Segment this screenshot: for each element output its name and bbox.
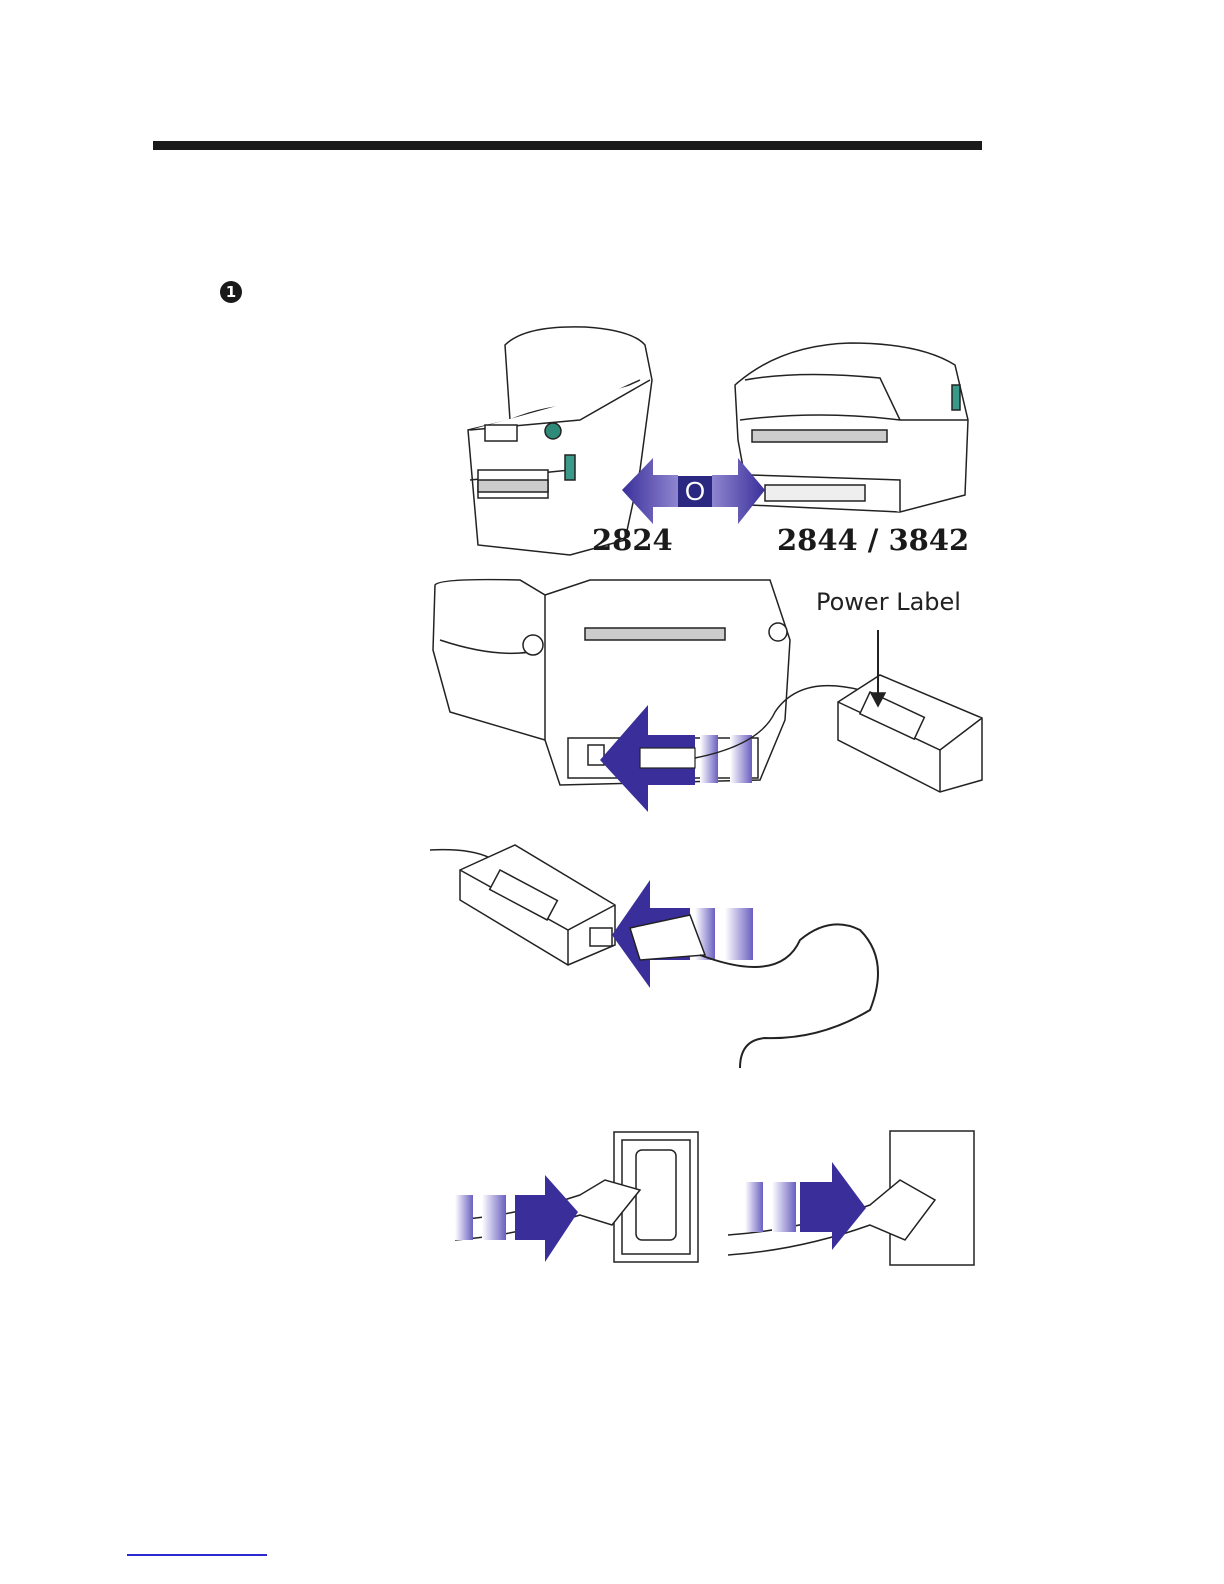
model-2824-label: 2824 [592, 523, 673, 557]
power-brick-top [838, 630, 982, 792]
model-2844-3842-label: 2844 / 3842 [777, 523, 969, 557]
or-indicator: O [678, 476, 712, 507]
power-brick-ac [430, 845, 615, 965]
ac-cord-arrow [612, 880, 878, 1068]
power-label-callout: Power Label [816, 588, 961, 616]
printer-2844 [735, 343, 968, 512]
footer-rule [127, 1554, 267, 1556]
printer-2824 [468, 327, 652, 555]
